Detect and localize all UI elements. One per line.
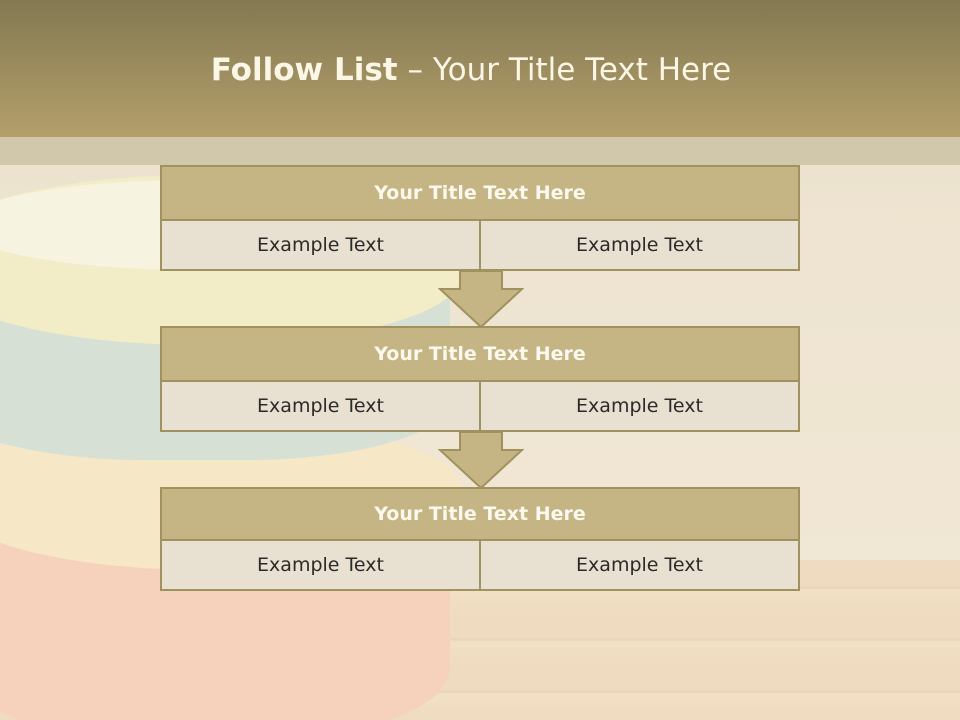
block-cell-right: Example Text	[479, 382, 798, 430]
block-row: Example Text Example Text	[160, 541, 800, 591]
block-cell-left: Example Text	[162, 541, 479, 589]
header-shadow-band	[0, 137, 960, 165]
list-block-2: Your Title Text Here Example Text Exampl…	[160, 326, 800, 432]
block-row: Example Text Example Text	[160, 382, 800, 432]
list-block-1: Your Title Text Here Example Text Exampl…	[160, 165, 800, 271]
block-cell-left: Example Text	[162, 382, 479, 430]
down-arrow-icon	[438, 271, 524, 329]
slide-title: Follow List – Your Title Text Here	[0, 52, 942, 88]
block-title: Your Title Text Here	[160, 326, 800, 382]
header-band	[0, 0, 960, 137]
block-title: Your Title Text Here	[160, 165, 800, 221]
down-arrow-icon	[438, 432, 524, 490]
block-row: Example Text Example Text	[160, 221, 800, 271]
block-cell-right: Example Text	[479, 541, 798, 589]
block-cell-right: Example Text	[479, 221, 798, 269]
block-cell-left: Example Text	[162, 221, 479, 269]
slide-title-rest: – Your Title Text Here	[397, 52, 732, 88]
block-title: Your Title Text Here	[160, 487, 800, 541]
list-block-3: Your Title Text Here Example Text Exampl…	[160, 487, 800, 591]
slide-title-bold: Follow List	[210, 52, 398, 88]
